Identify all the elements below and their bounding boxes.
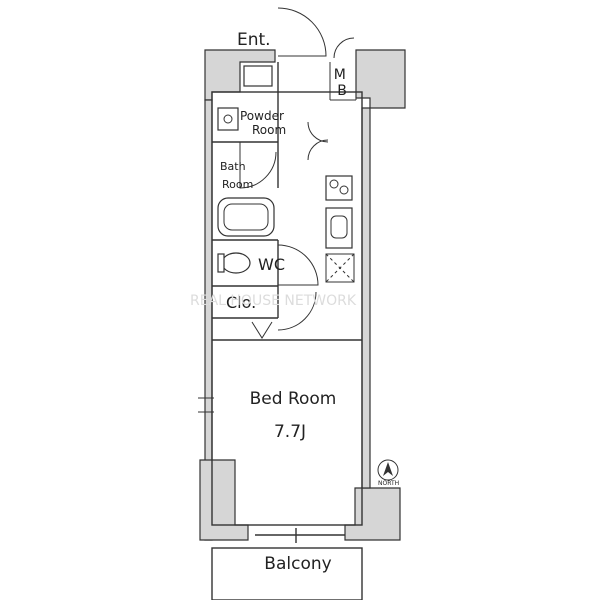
compass-icon: NORTH: [377, 459, 399, 487]
meter-box-label-m: M: [334, 67, 346, 83]
bath-room-label-line1: Bath: [220, 160, 246, 173]
bathtub-icon: [217, 197, 275, 237]
fixtures: [217, 65, 355, 283]
entrance-label: Ent.: [237, 30, 271, 50]
toilet-icon: [221, 252, 251, 274]
kitchen-sink-icon: [325, 207, 353, 249]
bed-room-label: Bed Room: [250, 389, 337, 409]
bath-room-label-line2: Room: [222, 178, 253, 191]
bath-room-label: Bath Room: [220, 160, 253, 191]
closet-label: Clo.: [226, 293, 256, 312]
powder-room-label-line2: Room: [252, 123, 286, 137]
powder-room-label-line1: Powder: [240, 109, 284, 123]
watermark-text: REAL HOUSE NETWORK: [190, 293, 357, 309]
balcony-label: Balcony: [264, 554, 331, 574]
meter-box-label-b: B: [337, 83, 347, 99]
compass-label: NORTH: [378, 480, 399, 487]
exterior-walls: [199, 49, 406, 541]
fridge-space: [325, 253, 355, 283]
meter-box-label: M B: [334, 67, 351, 99]
balcony-area: [198, 397, 363, 600]
shoe-cabinet-icon: [243, 65, 273, 87]
interior-walls: [211, 62, 363, 526]
wc-label: WC: [258, 255, 285, 274]
sink-icon: [217, 107, 239, 131]
bed-room-size: 7.7J: [274, 422, 306, 442]
stove-icon: [325, 175, 353, 201]
doors: [239, 7, 355, 339]
powder-room-label: Powder Room: [240, 109, 288, 137]
